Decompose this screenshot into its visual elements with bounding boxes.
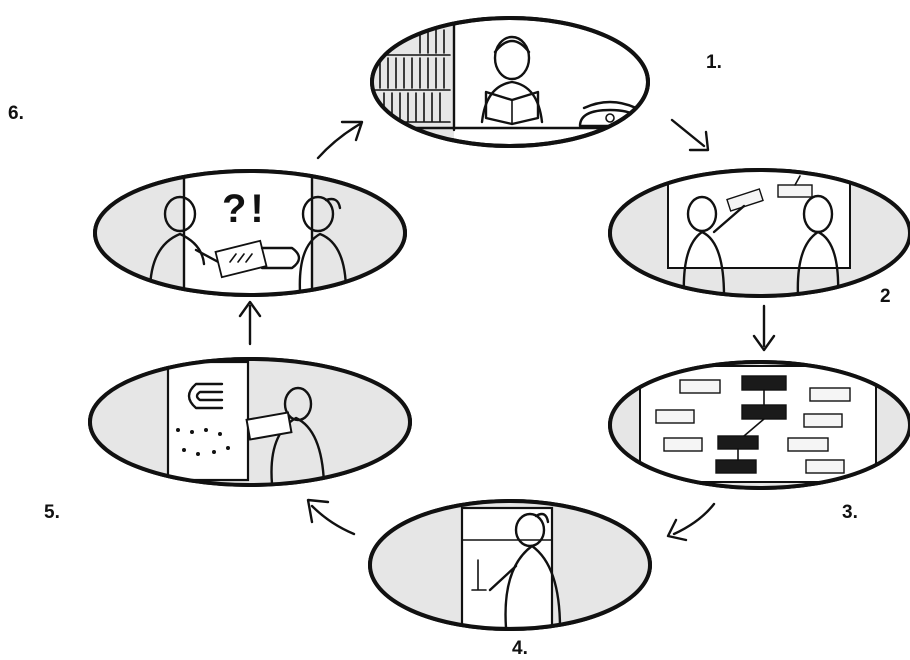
panel-brainstorm — [608, 168, 910, 298]
panel-reading — [370, 16, 650, 148]
arrow-5-to-6 — [238, 300, 262, 346]
step-label-3: 3. — [842, 502, 858, 523]
panel-building — [368, 499, 652, 631]
arrow-3-to-4 — [666, 502, 716, 542]
builder-figure — [488, 512, 562, 629]
step-label-4: 4. — [512, 638, 528, 659]
person-right — [796, 194, 840, 296]
step-label-5: 5. — [44, 502, 60, 523]
pegboard-dots — [176, 428, 230, 456]
panel-testing — [88, 357, 412, 487]
step-label-6: 6. — [8, 103, 24, 124]
panel-card-board — [608, 360, 910, 490]
person-right — [298, 195, 348, 294]
person-left — [682, 195, 746, 296]
arrow-1-to-2 — [670, 118, 710, 152]
arrow-2-to-3 — [752, 304, 776, 352]
magnet-icon — [187, 382, 224, 410]
puzzle-symbols: ?! — [222, 187, 268, 231]
arrow-6-to-1 — [316, 120, 364, 160]
reader-figure — [480, 35, 544, 126]
panel-discussion: ?! — [93, 169, 407, 297]
tester-figure — [245, 386, 326, 485]
arrow-4-to-5 — [306, 498, 356, 536]
step-label-2: 2 — [880, 286, 891, 307]
step-label-1: 1. — [706, 52, 722, 73]
